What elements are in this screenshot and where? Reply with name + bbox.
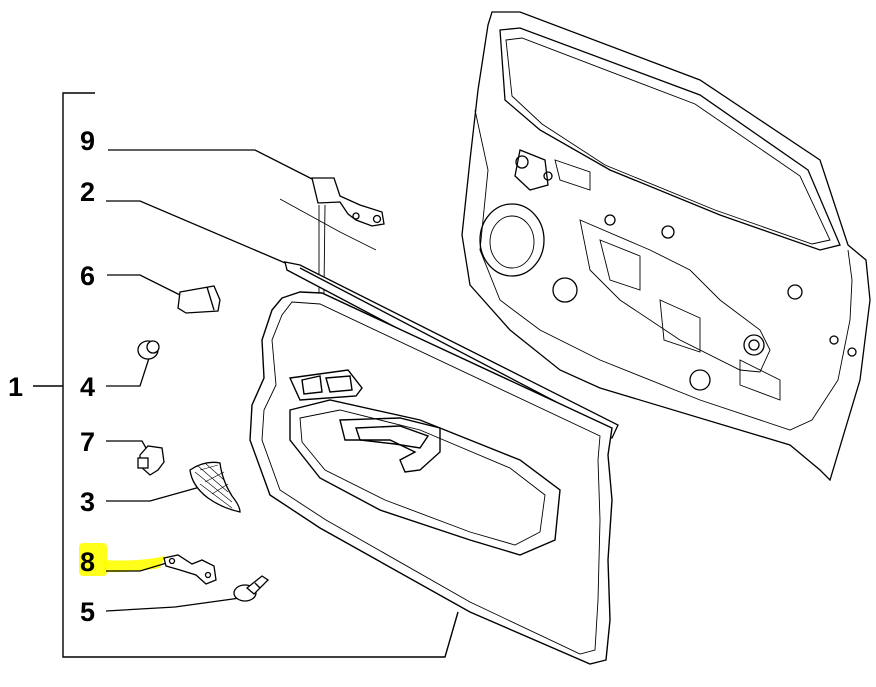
callout-7: 7 bbox=[80, 427, 95, 457]
callout-2: 2 bbox=[80, 177, 95, 207]
part-8-bracket bbox=[163, 554, 217, 585]
callout-9: 9 bbox=[80, 126, 95, 156]
callout-5: 5 bbox=[80, 597, 95, 627]
callout-3: 3 bbox=[80, 487, 95, 517]
callout-1: 1 bbox=[8, 372, 23, 402]
callout-4: 4 bbox=[80, 372, 95, 402]
part-7-connector bbox=[137, 445, 165, 476]
part-5-pushpin bbox=[233, 575, 270, 602]
callout-8: 8 bbox=[80, 547, 95, 577]
part-4-clip bbox=[137, 340, 160, 360]
callout-6: 6 bbox=[80, 261, 95, 291]
door-frame bbox=[461, 11, 871, 482]
door-trim-panel bbox=[249, 291, 613, 665]
part-6-cap bbox=[177, 285, 221, 314]
callout-numbers: 1 2 3 4 5 6 7 8 9 bbox=[8, 126, 95, 627]
assembly-bracket bbox=[33, 92, 459, 658]
leader-lines bbox=[105, 149, 319, 612]
part-3-grille bbox=[189, 461, 241, 513]
